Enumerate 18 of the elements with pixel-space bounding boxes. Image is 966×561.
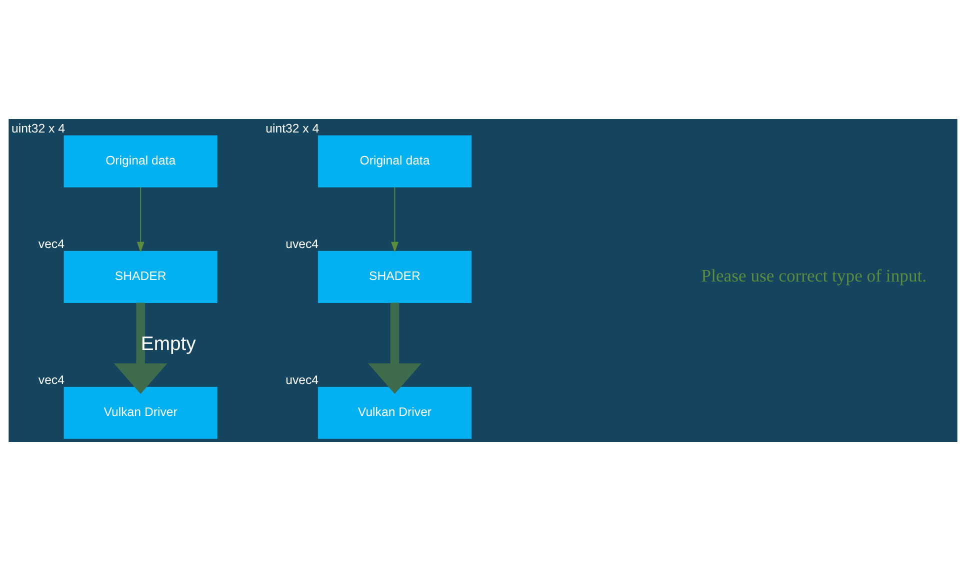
node-box: Vulkan Driver <box>64 386 218 439</box>
node-box: Original data <box>318 135 472 188</box>
node-label: vec4 <box>38 372 64 387</box>
arrow <box>368 302 422 394</box>
node-label: vec4 <box>38 237 64 252</box>
node-box: SHADER <box>318 250 472 303</box>
arrow <box>136 186 144 252</box>
node-label: uint32 x 4 <box>11 121 65 136</box>
node-label: uvec4 <box>286 372 319 387</box>
edge-label: Empty <box>140 332 196 355</box>
arrow <box>114 302 168 394</box>
node-label: uint32 x 4 <box>266 121 320 136</box>
node-box: SHADER <box>64 250 218 303</box>
arrow <box>391 186 398 252</box>
label: Please use correct type of input. <box>701 265 927 286</box>
node-label: uvec4 <box>286 237 319 252</box>
node-box: Original data <box>64 135 218 188</box>
node-box: Vulkan Driver <box>318 386 472 439</box>
